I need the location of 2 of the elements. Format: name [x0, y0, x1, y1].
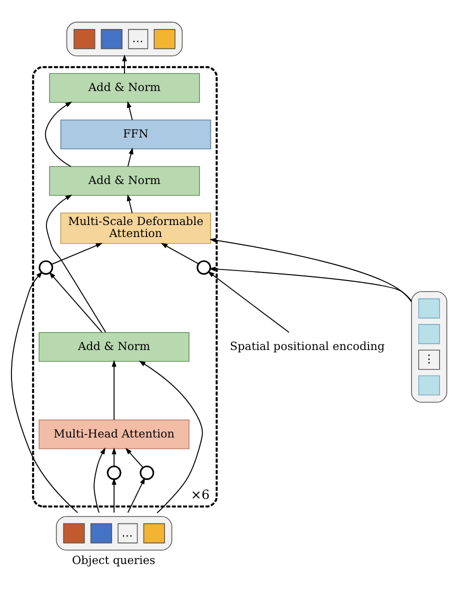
node-text: Spatial positional encoding — [230, 340, 385, 353]
node-label: Object queries — [72, 554, 156, 567]
